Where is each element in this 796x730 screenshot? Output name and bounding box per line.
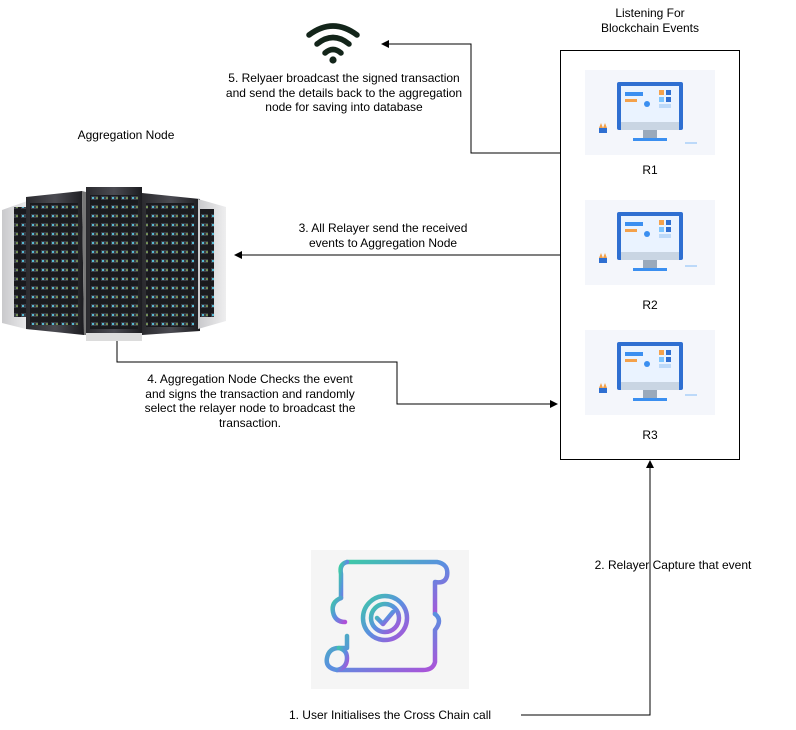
step3-label: 3. All Relayer send the received events … — [298, 221, 468, 250]
diagram-title: Listening For Blockchain Events — [600, 6, 700, 35]
step2-label: 2. Relayer Capture that event — [594, 558, 752, 572]
relayer-r1-label: R1 — [642, 163, 658, 177]
desktop-monitor-icon — [599, 212, 697, 271]
server-rack-far-left — [2, 200, 30, 330]
relayer-r3-label: R3 — [642, 428, 658, 442]
server-rack-center — [86, 187, 142, 341]
arrow-relayer-to-broadcast — [381, 40, 560, 154]
step4-label: 4. Aggregation Node Checks the event and… — [144, 372, 356, 430]
arrow-aggregation-to-relayer — [116, 341, 558, 408]
desktop-monitor-icon — [599, 342, 697, 401]
desktop-monitor-icon — [599, 82, 697, 144]
server-rack-far-right — [198, 199, 226, 329]
step5-label: 5. Relyaer broadcast the signed transact… — [225, 71, 463, 114]
user-call-tile[interactable] — [311, 550, 469, 689]
relayer-r2-monitor[interactable] — [585, 200, 715, 285]
certificate-document-icon — [324, 559, 450, 673]
wifi-icon — [306, 23, 360, 64]
server-rack-right — [142, 193, 200, 335]
relayer-r1-monitor[interactable] — [585, 70, 715, 155]
arrow-user-to-relayers — [521, 460, 654, 716]
step1-label: 1. User Initialises the Cross Chain call — [288, 708, 492, 722]
relayer-r2-label: R2 — [642, 298, 658, 312]
server-rack-left — [26, 191, 90, 335]
server-rack-icon — [2, 187, 226, 341]
aggregation-node-label: Aggregation Node — [77, 128, 175, 142]
relayer-r3-monitor[interactable] — [585, 330, 715, 415]
